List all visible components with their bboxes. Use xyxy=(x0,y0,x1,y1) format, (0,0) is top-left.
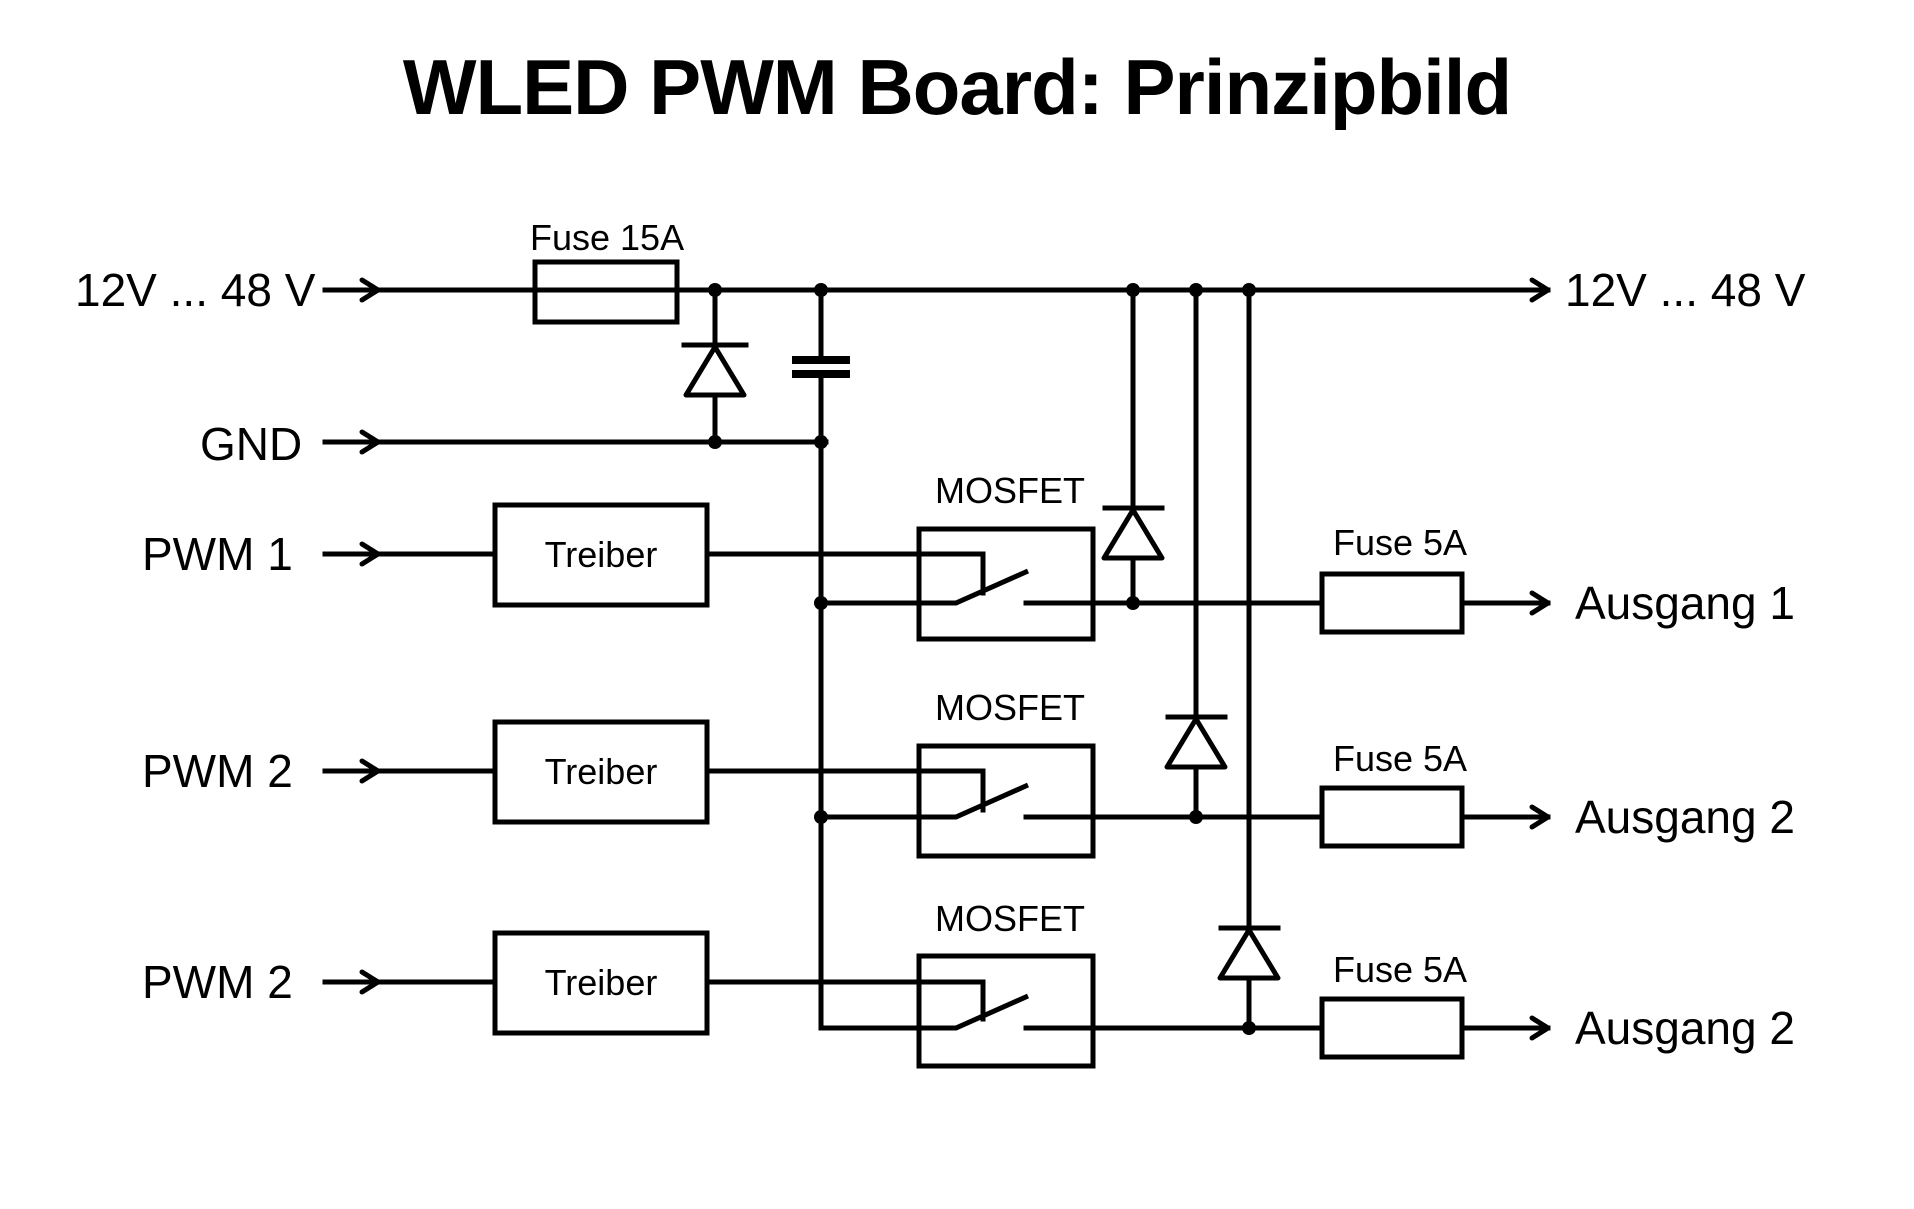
channel-fuse xyxy=(1319,571,1465,635)
driver-label: Treiber xyxy=(545,534,658,575)
gate-wire xyxy=(704,979,986,1022)
channel-fuse xyxy=(1319,785,1465,849)
junction-dot xyxy=(1189,283,1203,297)
junction-dot xyxy=(814,810,828,824)
driver-label: Treiber xyxy=(545,962,658,1003)
channel-1: PWM 1 Treiber MOSFET Fuse 5A xyxy=(142,283,1795,642)
mosfet-label: MOSFET xyxy=(935,687,1085,728)
junction-dot xyxy=(814,283,828,297)
output-arrow-icon xyxy=(1529,590,1551,616)
output-label: Ausgang 2 xyxy=(1575,1002,1795,1054)
driver-label: Treiber xyxy=(545,751,658,792)
junction-dot xyxy=(1126,283,1140,297)
mosfet-switch xyxy=(821,568,1030,606)
output-label: Ausgang 1 xyxy=(1575,577,1795,629)
channel-3: PWM 2 Treiber MOSFET Fuse 5A xyxy=(142,283,1795,1069)
junction-dot xyxy=(708,283,722,297)
gate-wire xyxy=(704,768,986,813)
main-fuse-label: Fuse 15A xyxy=(530,217,684,258)
mosfet-box xyxy=(916,953,1096,1069)
freewheel-diode xyxy=(1217,287,1281,1031)
pwm-input-label: PWM 2 xyxy=(142,745,293,797)
mosfet-label: MOSFET xyxy=(935,898,1085,939)
channel-fuse-label: Fuse 5A xyxy=(1333,949,1467,990)
output-arrow-icon xyxy=(1529,1015,1551,1041)
power-input-label: 12V ... 48 V xyxy=(75,264,316,316)
junction-dot xyxy=(708,435,722,449)
gnd-label: GND xyxy=(200,418,302,470)
channel-fuse xyxy=(1319,996,1465,1060)
output-label: Ausgang 2 xyxy=(1575,791,1795,843)
power-output-arrow-icon xyxy=(1487,277,1551,303)
mosfet-switch xyxy=(821,993,1030,1031)
junction-dot xyxy=(1242,283,1256,297)
mosfet-box xyxy=(916,743,1096,859)
junction-dot xyxy=(1189,810,1203,824)
channel-fuse-label: Fuse 5A xyxy=(1333,522,1467,563)
freewheel-diode xyxy=(1101,287,1165,606)
mosfet-label: MOSFET xyxy=(935,470,1085,511)
supply-protection-diode xyxy=(681,287,749,445)
power-output-label: 12V ... 48 V xyxy=(1565,264,1806,316)
channel-2: PWM 2 Treiber MOSFET Fuse 5A xyxy=(142,283,1795,859)
output-arrow-icon xyxy=(1529,804,1551,830)
freewheel-diode xyxy=(1164,287,1228,820)
mosfet-box xyxy=(916,526,1096,642)
junction-dot xyxy=(1242,1021,1256,1035)
gate-wire xyxy=(704,551,986,596)
junction-dot xyxy=(814,596,828,610)
junction-dot xyxy=(814,435,828,449)
mosfet-switch xyxy=(821,782,1030,820)
pwm-input-label: PWM 1 xyxy=(142,528,293,580)
junction-dot xyxy=(1126,596,1140,610)
bulk-capacitor xyxy=(792,287,850,1031)
diagram-title: WLED PWM Board: Prinzipbild xyxy=(402,43,1512,131)
pwm-input-label: PWM 2 xyxy=(142,956,293,1008)
channel-fuse-label: Fuse 5A xyxy=(1333,738,1467,779)
